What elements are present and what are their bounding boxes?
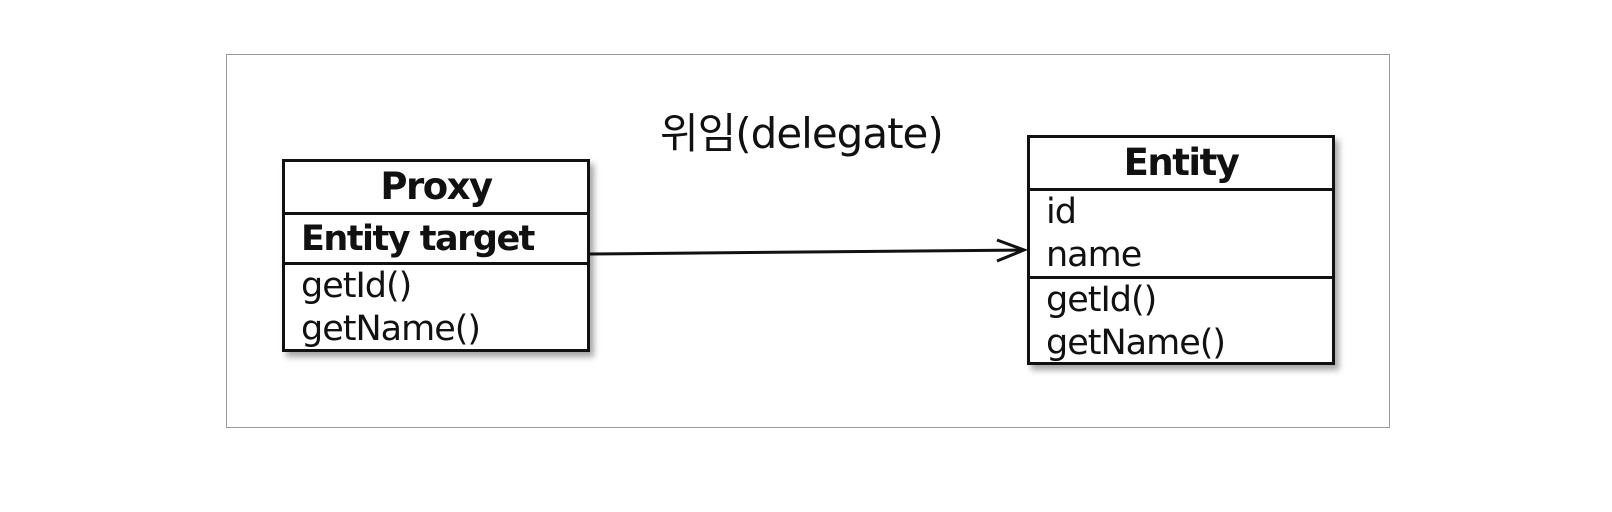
entity-method: getId(): [1046, 280, 1157, 320]
entity-class-name: Entity: [1030, 138, 1332, 191]
proxy-attributes: Entity target: [285, 215, 587, 265]
proxy-class-name: Proxy: [285, 162, 587, 215]
proxy-method: getId(): [301, 266, 412, 306]
diagram-frame: [226, 54, 1390, 428]
entity-method: getName(): [1046, 323, 1226, 363]
proxy-attribute: Entity target: [301, 219, 535, 259]
delegate-label: 위임(delegate): [660, 109, 944, 158]
proxy-class-box: Proxy Entity target getId() getName(): [282, 159, 590, 352]
entity-methods: getId() getName(): [1030, 279, 1332, 365]
entity-attributes: id name: [1030, 191, 1332, 279]
entity-attribute: id: [1046, 192, 1077, 232]
entity-attribute: name: [1046, 235, 1142, 275]
proxy-method: getName(): [301, 309, 481, 349]
entity-class-box: Entity id name getId() getName(): [1027, 135, 1335, 365]
proxy-methods: getId() getName(): [285, 265, 587, 351]
